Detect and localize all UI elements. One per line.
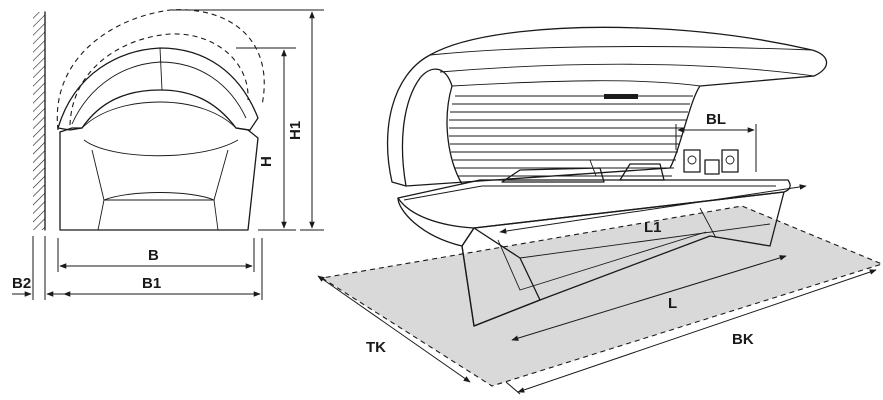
wall (33, 11, 46, 231)
dimension-h1: H1 (170, 9, 324, 231)
label-bl: BL (706, 111, 726, 128)
dimension-h: H (236, 47, 296, 231)
dimension-l1: L1 (499, 184, 807, 236)
label-h: H (258, 156, 275, 167)
dimension-tk: TK (317, 275, 471, 383)
dimension-b1: B1 (44, 236, 263, 300)
canopy-closed (57, 47, 259, 131)
label-b: B (148, 247, 159, 264)
label-bk: BK (732, 331, 754, 348)
canopy-open-inner-outline (69, 33, 249, 126)
lamp-tubes (449, 95, 693, 177)
dimension-l: L (511, 255, 787, 341)
dimension-bl: BL (675, 111, 757, 172)
base-cabinet (59, 127, 259, 231)
floor-footprint (320, 205, 883, 387)
canopy-open-outline (56, 9, 265, 131)
label-b1: B1 (142, 275, 161, 292)
canopy-control-strip (604, 94, 638, 99)
label-tk: TK (366, 339, 386, 356)
dimension-b2: B2 (12, 236, 64, 300)
label-h1: H1 (287, 121, 304, 140)
bed-fittings (501, 159, 665, 183)
front-view: B B1 B2 H H1 (12, 9, 324, 300)
label-b2: B2 (12, 275, 31, 292)
perspective-view: TK BK (317, 26, 883, 395)
dimension-b: B (57, 238, 255, 272)
label-l: L (668, 295, 677, 312)
control-units (683, 149, 739, 175)
label-l1: L1 (644, 219, 662, 236)
open-canopy (386, 26, 828, 187)
